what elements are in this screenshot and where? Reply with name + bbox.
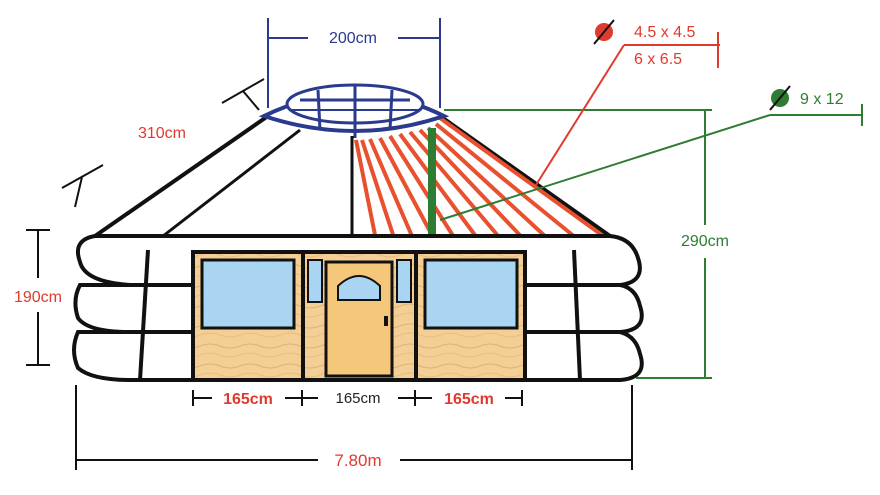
roof-pole-length-label: 310cm xyxy=(138,125,186,142)
window-left xyxy=(200,258,296,330)
panel-center-label: 165cm xyxy=(335,390,380,407)
red-diameter-icon xyxy=(593,19,615,45)
wall-height-label: 190cm xyxy=(14,289,62,306)
sidelight-left xyxy=(307,259,323,303)
window-right xyxy=(423,258,519,330)
roof-crown xyxy=(258,83,450,138)
red-roof-poles xyxy=(354,116,608,252)
panel-right-label: 165cm xyxy=(444,391,494,408)
wall-pole-section-label: 9 x 12 xyxy=(800,91,844,108)
sidelight-right xyxy=(396,259,412,303)
total-height-label: 290cm xyxy=(681,233,729,250)
green-diameter-icon xyxy=(769,85,791,111)
dimension-lines xyxy=(26,18,863,470)
door-handle xyxy=(384,316,388,326)
crown-diameter-label: 200cm xyxy=(329,30,377,47)
panel-left-label: 165cm xyxy=(223,391,273,408)
roof-pole-section-b-label: 6 x 6.5 xyxy=(634,51,682,68)
overall-diameter-label: 7.80m xyxy=(334,451,381,470)
door-window xyxy=(337,275,381,301)
front-panels xyxy=(191,250,527,382)
roof-pole-section-a-label: 4.5 x 4.5 xyxy=(634,24,695,41)
